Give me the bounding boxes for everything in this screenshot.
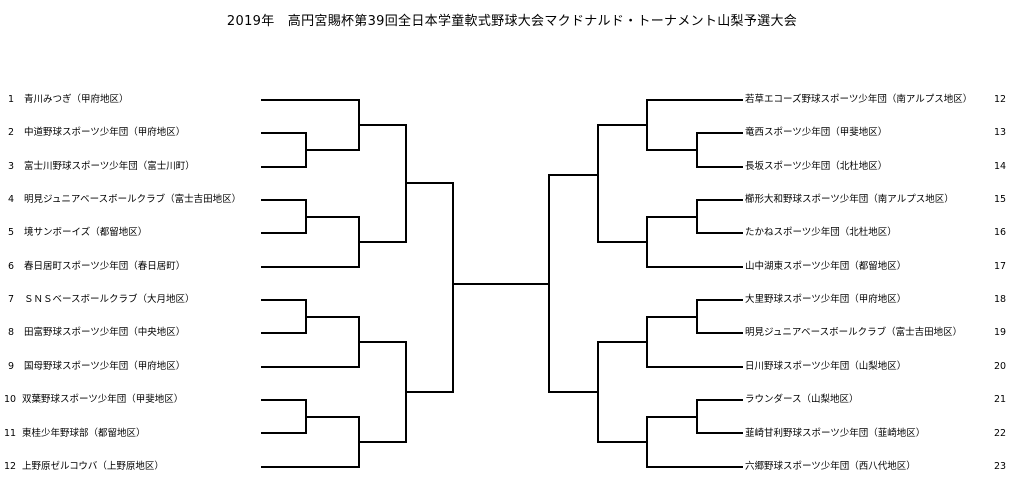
team-name: たかねスポーツ少年団（北杜地区）: [745, 227, 897, 238]
team-name: 中道野球スポーツ少年団（甲府地区）: [24, 127, 186, 138]
left-team-entry: 1 青川みつぎ（甲府地区）: [8, 92, 129, 108]
team-name: 明見ジュニアベースボールクラブ（富士吉田地区）: [745, 327, 963, 338]
team-name: 境サンボーイズ（都留地区）: [24, 227, 148, 238]
seed-number: 1: [8, 94, 15, 105]
right-team-entry: 大里野球スポーツ少年団（甲府地区） 18: [0, 292, 1024, 308]
team-name: 日川野球スポーツ少年団（山梨地区）: [745, 361, 907, 372]
seed-number: 7: [8, 294, 15, 305]
left-team-entry: 5 境サンボーイズ（都留地区）: [8, 225, 147, 241]
seed-number: 22: [994, 428, 1007, 439]
seed-number: 12: [994, 94, 1007, 105]
seed-number: 5: [8, 227, 15, 238]
right-team-entry: 若草エコーズ野球スポーツ少年団（南アルプス地区） 12: [0, 92, 1024, 108]
left-team-entry: 11 東桂少年野球部（都留地区）: [4, 426, 146, 442]
right-team-entry: ラウンダース（山梨地区） 21: [0, 392, 1024, 408]
team-name: ラウンダース（山梨地区）: [745, 394, 859, 405]
right-team-entry: 長坂スポーツ少年団（北杜地区） 14: [0, 159, 1024, 175]
seed-number: 11: [4, 428, 17, 439]
team-name: ＳＮＳベースボールクラブ（大月地区）: [24, 294, 195, 305]
team-name: 富士川野球スポーツ少年団（富士川町）: [24, 161, 195, 172]
seed-number: 12: [4, 461, 17, 472]
page-title: 2019年 高円宮賜杯第39回全日本学童軟式野球大会マクドナルド・トーナメント山…: [226, 14, 798, 29]
seed-number: 4: [8, 194, 15, 205]
right-team-entry: 日川野球スポーツ少年団（山梨地区） 20: [0, 359, 1024, 375]
right-team-entry: 山中湖東スポーツ少年団（都留地区） 17: [0, 259, 1024, 275]
left-team-entry: 8 田富野球スポーツ少年団（中央地区）: [8, 325, 185, 341]
seed-number: 18: [994, 294, 1007, 305]
left-team-entry: 12 上野原ゼルコウバ（上野原地区）: [4, 459, 164, 475]
seed-number: 9: [8, 361, 15, 372]
seed-number: 10: [4, 394, 17, 405]
seed-number: 16: [994, 227, 1007, 238]
seed-number: 15: [994, 194, 1007, 205]
seed-number: 20: [994, 361, 1007, 372]
seed-number: 21: [994, 394, 1007, 405]
team-name: 六郷野球スポーツ少年団（西八代地区）: [745, 461, 916, 472]
seed-number: 19: [994, 327, 1007, 338]
team-name: 長坂スポーツ少年団（北杜地区）: [745, 161, 888, 172]
team-name: 若草エコーズ野球スポーツ少年団（南アルプス地区）: [745, 94, 973, 105]
left-team-entry: 2 中道野球スポーツ少年団（甲府地区）: [8, 125, 185, 141]
left-team-entry: 4 明見ジュニアベースボールクラブ（富士吉田地区）: [8, 192, 241, 208]
left-team-entry: 3 富士川野球スポーツ少年団（富士川町）: [8, 159, 195, 175]
team-name: 上野原ゼルコウバ（上野原地区）: [22, 461, 164, 472]
seed-number: 23: [994, 461, 1007, 472]
right-team-entry: 竜西スポーツ少年団（甲斐地区） 13: [0, 125, 1024, 141]
seed-number: 14: [994, 161, 1007, 172]
team-name: 山中湖東スポーツ少年団（都留地区）: [745, 261, 907, 272]
left-team-entry: 10 双葉野球スポーツ少年団（甲斐地区）: [4, 392, 183, 408]
seed-number: 17: [994, 261, 1007, 272]
left-team-entry: 6 春日居町スポーツ少年団（春日居町）: [8, 259, 185, 275]
team-name: 竜西スポーツ少年団（甲斐地区）: [745, 127, 888, 138]
team-name: 大里野球スポーツ少年団（甲府地区）: [745, 294, 907, 305]
team-name: 青川みつぎ（甲府地区）: [24, 94, 129, 105]
team-name: 双葉野球スポーツ少年団（甲斐地区）: [22, 394, 184, 405]
team-name: 明見ジュニアベースボールクラブ（富士吉田地区）: [24, 194, 242, 205]
seed-number: 6: [8, 261, 15, 272]
seed-number: 13: [994, 127, 1007, 138]
team-name: 東桂少年野球部（都留地区）: [22, 428, 146, 439]
right-team-entry: 韮崎甘利野球スポーツ少年団（韮崎地区） 22: [0, 426, 1024, 442]
left-team-entry: 7 ＳＮＳベースボールクラブ（大月地区）: [8, 292, 195, 308]
seed-number: 2: [8, 127, 15, 138]
team-name: 国母野球スポーツ少年団（甲府地区）: [24, 361, 186, 372]
right-team-entry: 櫛形大和野球スポーツ少年団（南アルプス地区） 15: [0, 192, 1024, 208]
team-name: 櫛形大和野球スポーツ少年団（南アルプス地区）: [745, 194, 954, 205]
team-name: 春日居町スポーツ少年団（春日居町）: [24, 261, 186, 272]
left-team-entry: 9 国母野球スポーツ少年団（甲府地区）: [8, 359, 185, 375]
team-name: 田富野球スポーツ少年団（中央地区）: [24, 327, 186, 338]
right-team-entry: たかねスポーツ少年団（北杜地区） 16: [0, 225, 1024, 241]
right-team-entry: 六郷野球スポーツ少年団（西八代地区） 23: [0, 459, 1024, 475]
seed-number: 3: [8, 161, 15, 172]
team-name: 韮崎甘利野球スポーツ少年団（韮崎地区）: [745, 428, 926, 439]
right-team-entry: 明見ジュニアベースボールクラブ（富士吉田地区） 19: [0, 325, 1024, 341]
seed-number: 8: [8, 327, 15, 338]
